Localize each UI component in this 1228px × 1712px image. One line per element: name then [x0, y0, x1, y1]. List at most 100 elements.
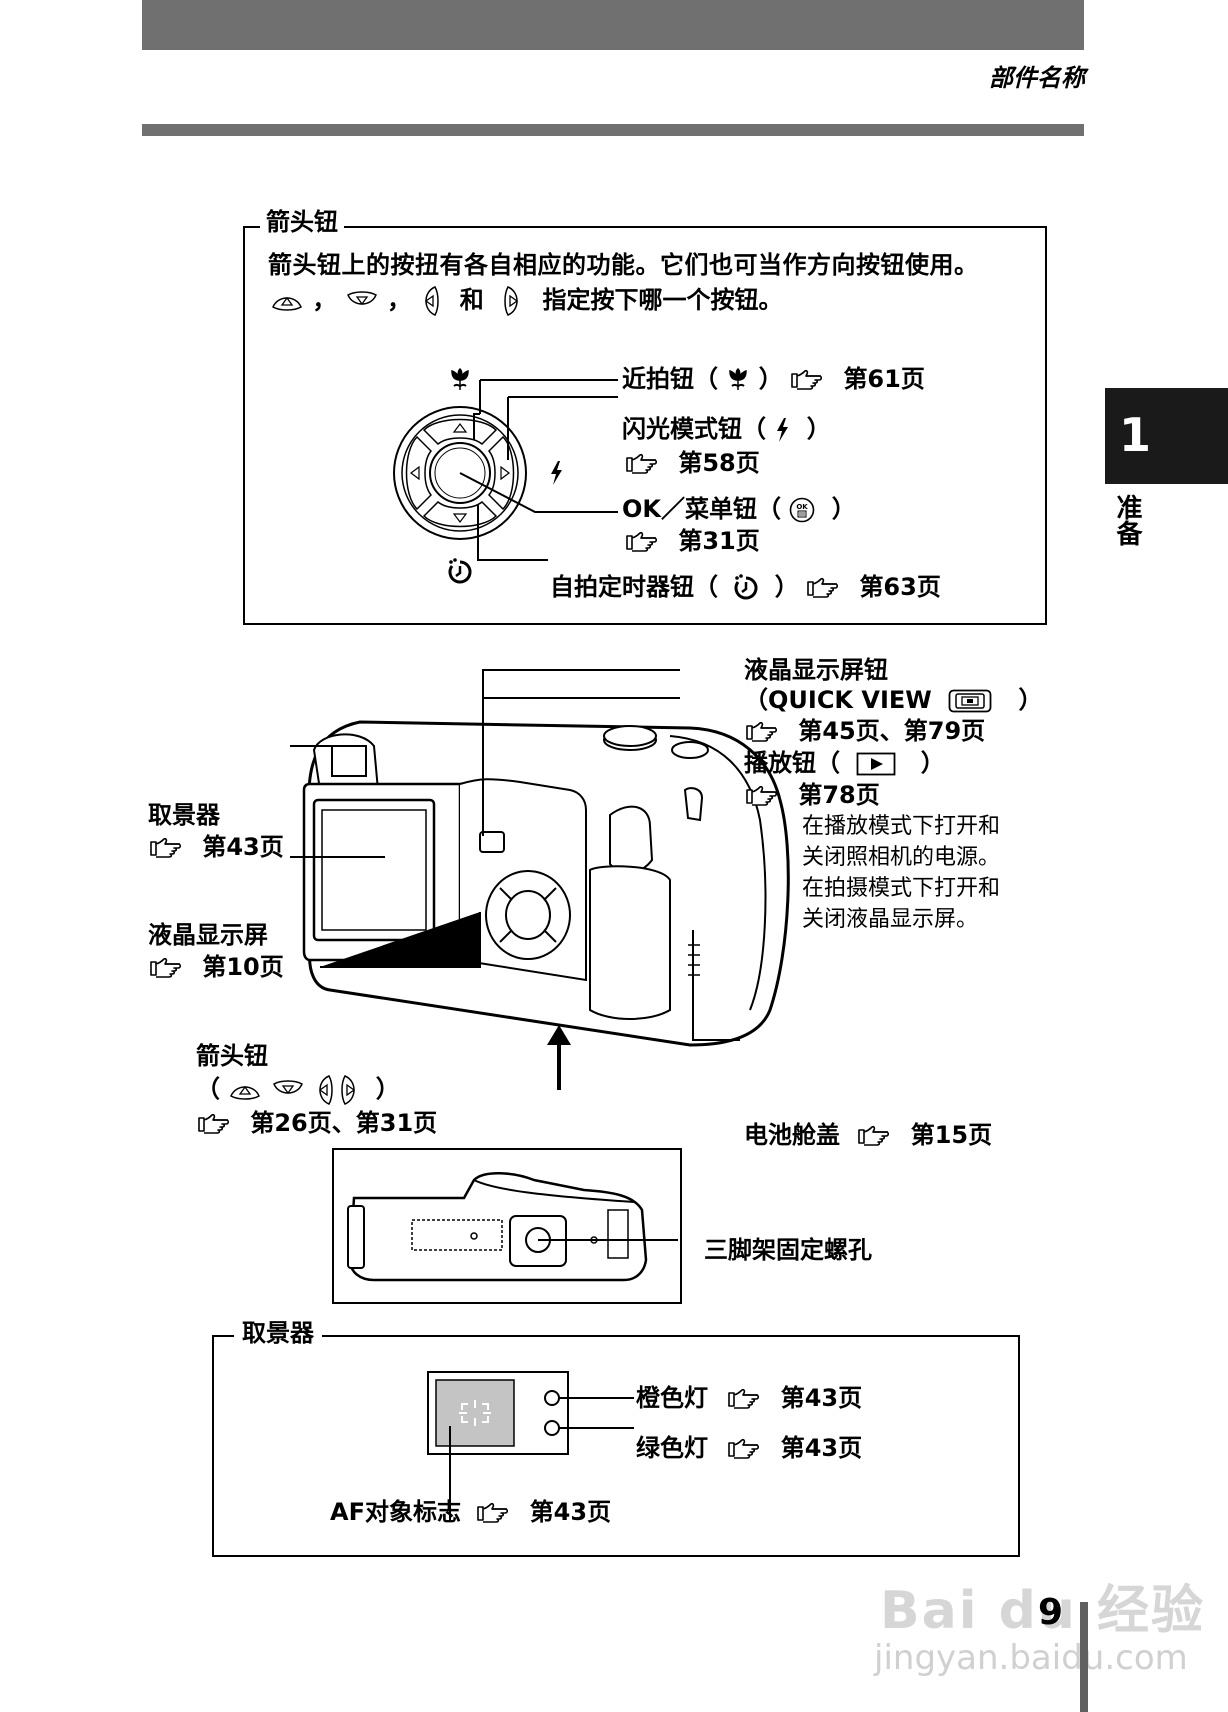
play-note-1: 在播放模式下打开和 [802, 814, 1001, 839]
lcd-button-reference: 第45页、第79页 [746, 716, 985, 746]
play-note-4: 关闭液晶显示屏。 [802, 907, 979, 932]
play-button-reference: 第78页 [746, 780, 880, 810]
viewfinder-label: 取景器 [148, 801, 220, 829]
camera-bottom-illustration [347, 1172, 678, 1282]
tripod-label: 三脚架固定螺孔 [704, 1236, 872, 1264]
lcd-label: 液晶显示屏 [148, 921, 268, 949]
play-note-3: 在拍摄模式下打开和 [802, 876, 1001, 901]
chapter-tab[interactable]: 1 [1105, 388, 1228, 484]
page-edge-bar [1080, 1602, 1088, 1712]
macro-label: 近拍钮（ [622, 365, 718, 393]
lcd-page[interactable]: 第10页 [202, 953, 284, 981]
arrow-pad-box-title: 箭头钮 [260, 207, 344, 237]
arrow-right-icon [341, 1073, 361, 1107]
arrow-pad-diagram [393, 368, 618, 584]
play-icon [856, 752, 896, 776]
arrow-up-icon [270, 291, 304, 311]
ok-close: ） [831, 495, 856, 523]
macro-close: ） [758, 365, 783, 393]
reference-hand-icon [477, 1502, 511, 1524]
arrow-pad-description: 箭头钮上的按扭有各自相应的功能。它们也可当作方向按钮使用。 [268, 251, 979, 279]
play-note-2: 关闭照相机的电源。 [802, 845, 1001, 870]
arrow-right-icon [504, 284, 524, 318]
watermark-url: jingyan.baidu.com [874, 1638, 1188, 1678]
reference-hand-icon [746, 721, 780, 743]
viewfinder-page[interactable]: 第43页 [202, 833, 284, 861]
arrow-down-icon [271, 1080, 305, 1100]
viewfinder-reference: 第43页 [150, 832, 284, 862]
reference-hand-icon [626, 453, 660, 475]
and-text: 和 [459, 286, 484, 314]
arrow-pad-box [243, 226, 1047, 625]
timer-close: ） [774, 573, 799, 601]
ok-reference: 第31页 [626, 526, 760, 556]
timer-label: 自拍定时器钮（ [550, 573, 718, 601]
timer-page[interactable]: 第63页 [859, 573, 941, 601]
arrow-left-icon [419, 284, 439, 318]
play-button-page[interactable]: 第78页 [798, 781, 880, 809]
reference-hand-icon [150, 957, 184, 979]
quick-view-icon [948, 689, 992, 713]
orange-lamp-page[interactable]: 第43页 [780, 1384, 863, 1412]
flash-label: 闪光模式钮（ [622, 415, 766, 443]
header-top-bar [142, 0, 1084, 50]
self-timer-icon [732, 574, 760, 602]
battery-cover-page[interactable]: 第15页 [910, 1121, 993, 1149]
arrow-left-icon [313, 1073, 333, 1107]
orange-lamp-icon [544, 1390, 560, 1406]
header-bottom-bar [142, 124, 1084, 136]
macro-icon [726, 368, 750, 392]
reference-hand-icon [807, 577, 841, 599]
af-mark-page[interactable]: 第43页 [529, 1498, 612, 1526]
ok-callout: OK／菜单钮（ ） [622, 494, 856, 524]
orange-lamp-callout: 橙色灯 第43页 [636, 1383, 862, 1413]
af-mark-callout: AF对象标志 第43页 [330, 1497, 611, 1527]
arrow-pad-reference: 第26页、第31页 [198, 1108, 437, 1138]
arrow-pad-page[interactable]: 第26页、第31页 [250, 1109, 438, 1137]
bottom-view-box [332, 1148, 682, 1304]
flash-icon [774, 417, 790, 443]
ok-page[interactable]: 第31页 [678, 527, 760, 555]
flash-close: ） [806, 415, 831, 443]
play-button-close: ） [920, 749, 945, 777]
camera-back-illustration [290, 669, 790, 1090]
arrow-pad-description-line2: ， ， 和 指定按下哪一个按钮。 [270, 284, 783, 318]
play-button-callout: 播放钮（ ） [744, 748, 945, 778]
reference-hand-icon [728, 1438, 762, 1460]
paren-close: ） [375, 1075, 400, 1103]
reference-hand-icon [626, 531, 660, 553]
lcd-reference: 第10页 [150, 952, 284, 982]
battery-cover-callout: 电池舱盖 第15页 [744, 1120, 992, 1150]
reference-hand-icon [150, 837, 184, 859]
viewfinder-box-title: 取景器 [234, 1318, 322, 1348]
arrow-pad-icons: （ ） [196, 1073, 400, 1107]
lcd-button-page[interactable]: 第45页、第79页 [798, 717, 986, 745]
section-title: 部件名称 [989, 64, 1085, 92]
quick-view-close: ） [1018, 686, 1043, 714]
af-mark-label: AF对象标志 [330, 1498, 461, 1526]
green-lamp-page[interactable]: 第43页 [780, 1434, 863, 1462]
green-lamp-callout: 绿色灯 第43页 [636, 1433, 862, 1463]
watermark-brand: Bai du 经验 [880, 1581, 1205, 1641]
quick-view-line: （QUICK VIEW ） [744, 685, 1042, 715]
orange-lamp-label: 橙色灯 [636, 1384, 708, 1412]
macro-page[interactable]: 第61页 [843, 365, 925, 393]
flash-reference: 第58页 [626, 448, 760, 478]
lcd-button-label: 液晶显示屏钮 [744, 656, 888, 684]
comma: ， [312, 286, 337, 314]
battery-cover-label: 电池舱盖 [744, 1121, 840, 1149]
quick-view-label: （QUICK VIEW [744, 686, 932, 714]
arrow-up-icon[interactable] [422, 418, 498, 446]
page-number: 9 [1038, 1592, 1064, 1633]
chapter-label: 准备 [1112, 494, 1142, 546]
chapter-number: 1 [1119, 408, 1152, 462]
play-button-label: 播放钮（ [744, 749, 840, 777]
timer-callout: 自拍定时器钮（ ） 第63页 [550, 572, 941, 602]
ok-menu-icon [789, 497, 815, 523]
arrow-left-icon[interactable] [405, 435, 433, 511]
viewfinder-box [212, 1335, 1020, 1557]
flash-page[interactable]: 第58页 [678, 449, 760, 477]
reference-hand-icon [198, 1113, 232, 1135]
flash-callout: 闪光模式钮（ ） [622, 414, 831, 444]
comma: ， [387, 286, 412, 314]
